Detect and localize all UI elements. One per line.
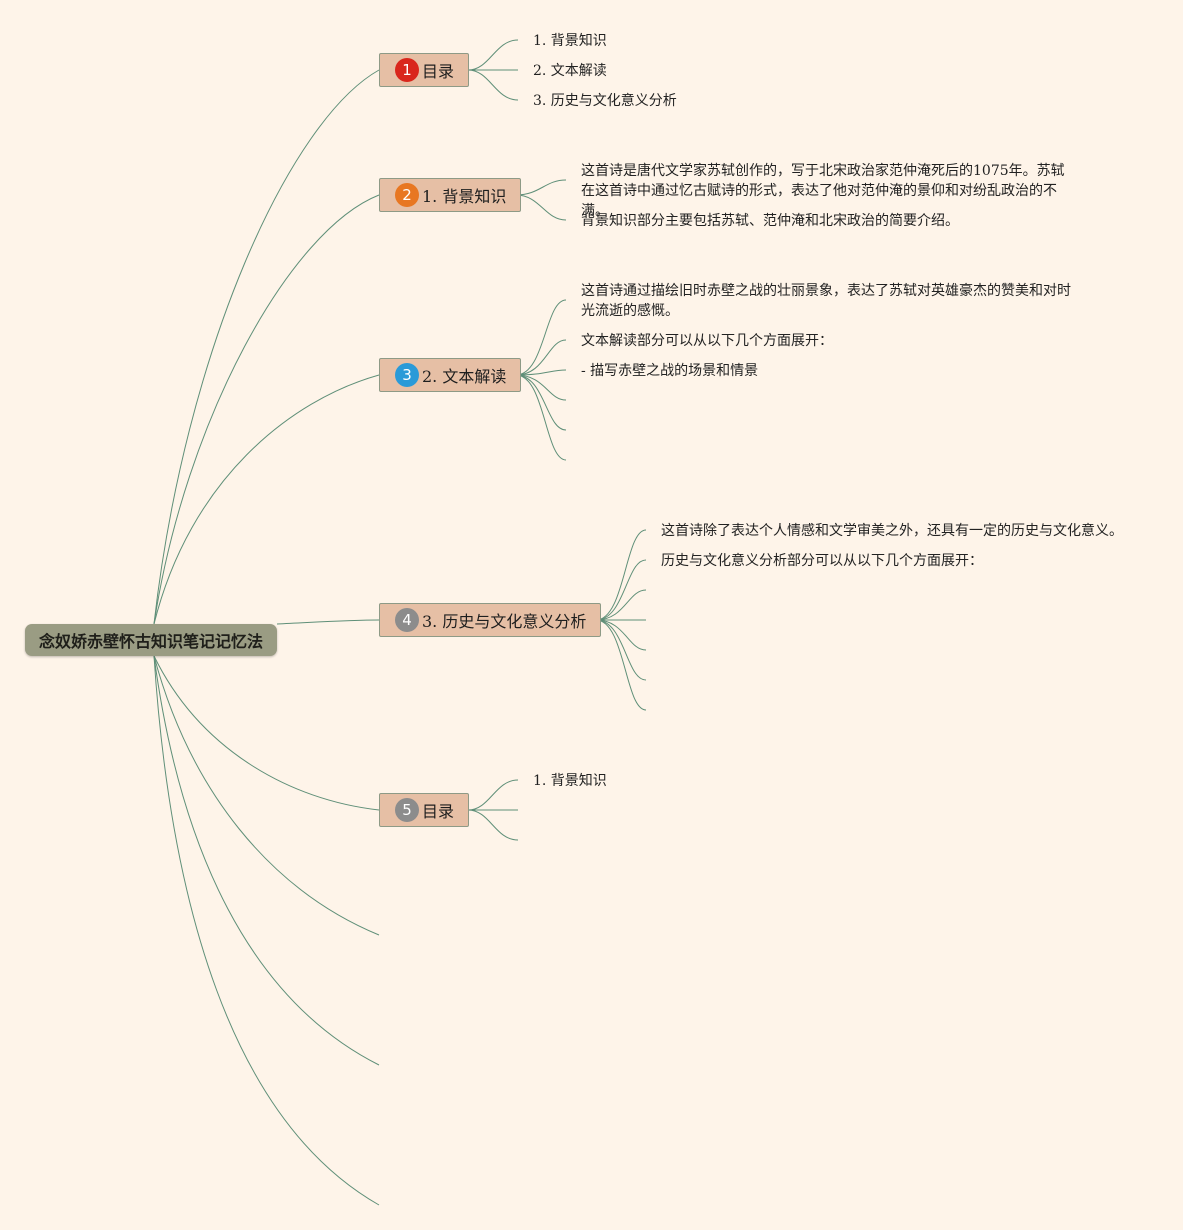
leaf-topic[interactable]: - 描写赤壁之战的场景和情景 (581, 363, 759, 379)
branch-label: 目录 (422, 802, 455, 821)
connector-b2-leaf-2 (515, 194, 567, 221)
connector-b5-leaf-1 (467, 779, 519, 811)
connector-b1-leaf-3 (467, 69, 519, 101)
connector-root-empty-1 (153, 655, 380, 936)
branch-label: 2. 文本解读 (422, 367, 507, 386)
leaf-topic[interactable]: 背景知识部分主要包括苏轼、范仲淹和北宋政治的简要介绍。 (581, 213, 959, 229)
connector-root-empty-3 (153, 655, 380, 1206)
branch-topic-1[interactable]: 1 目录 (379, 53, 470, 87)
connector-b3-leaf-1 (515, 299, 567, 376)
connector-b3-leaf-3 (515, 369, 567, 376)
connector-root-branch-3 (153, 374, 380, 625)
branch-topic-3[interactable]: 3 2. 文本解读 (379, 358, 522, 392)
branch-topic-5[interactable]: 5 目录 (379, 793, 470, 827)
branch-label: 1. 背景知识 (422, 187, 507, 206)
leaf-topic[interactable]: 2. 文本解读 (533, 63, 607, 79)
connector-root-branch-1 (153, 69, 380, 625)
number-badge-icon: 3 (395, 363, 419, 387)
connector-b4-leaf-7 (595, 619, 647, 711)
connector-b4-leaf-3 (595, 589, 647, 621)
branch-topic-2[interactable]: 2 1. 背景知识 (379, 178, 522, 212)
leaf-topic[interactable]: 历史与文化意义分析部分可以从以下几个方面展开： (661, 553, 983, 569)
branch-topic-4[interactable]: 4 3. 历史与文化意义分析 (379, 603, 602, 637)
connector-b3-leaf-2 (515, 339, 567, 376)
branch-label: 3. 历史与文化意义分析 (422, 612, 587, 631)
branch-label: 目录 (422, 62, 455, 81)
number-badge-icon: 5 (395, 798, 419, 822)
leaf-topic[interactable]: 文本解读部分可以从以下几个方面展开： (581, 333, 833, 349)
root-topic[interactable]: 念奴娇赤壁怀古知识笔记记忆法 (25, 624, 277, 656)
connector-b4-leaf-2 (595, 559, 647, 621)
leaf-topic[interactable]: 这首诗是唐代文学家苏轼创作的，写于北宋政治家范仲淹死后的1075年。苏轼在这首诗… (581, 163, 1065, 219)
leaf-topic[interactable]: 这首诗通过描绘旧时赤壁之战的壮丽景象，表达了苏轼对英雄豪杰的赞美和对时光流逝的感… (581, 283, 1071, 319)
connector-b2-leaf-1 (515, 179, 567, 196)
connector-root-branch-2 (153, 194, 380, 625)
number-badge-icon: 1 (395, 58, 419, 82)
leaf-topic[interactable]: 这首诗除了表达个人情感和文学审美之外，还具有一定的历史与文化意义。 (661, 523, 1123, 539)
connector-b4-leaf-5 (595, 619, 647, 651)
connector-b1-leaf-1 (467, 39, 519, 71)
number-badge-icon: 2 (395, 183, 419, 207)
connector-b3-leaf-6 (515, 374, 567, 461)
number-badge-icon: 4 (395, 608, 419, 632)
connector-b3-leaf-5 (515, 374, 567, 431)
connector-root-branch-4 (276, 619, 380, 625)
connector-b3-leaf-4 (515, 374, 567, 401)
connector-root-empty-2 (153, 655, 380, 1066)
leaf-topic[interactable]: 3. 历史与文化意义分析 (533, 93, 677, 109)
leaf-topic[interactable]: 1. 背景知识 (533, 33, 607, 49)
connector-b4-leaf-1 (595, 529, 647, 621)
connector-b4-leaf-6 (595, 619, 647, 681)
leaf-topic[interactable]: 1. 背景知识 (533, 773, 607, 789)
connector-b5-leaf-3 (467, 809, 519, 841)
connector-root-branch-5 (153, 655, 380, 811)
